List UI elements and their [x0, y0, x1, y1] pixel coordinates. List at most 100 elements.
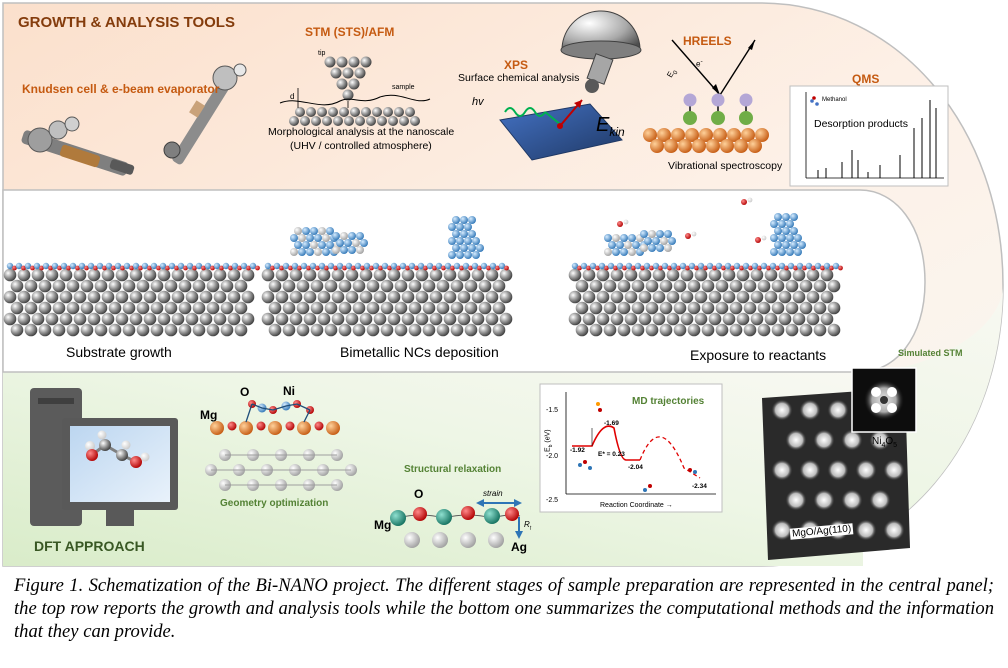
- xps-desc: Surface chemical analysis: [458, 72, 580, 84]
- substrate-atom: [820, 312, 834, 326]
- substrate-atom: [380, 279, 394, 293]
- md-tick-3: -2.5: [546, 497, 559, 504]
- substrate-atom: [310, 301, 324, 315]
- cluster-atom: [464, 237, 472, 245]
- substrate-atom: [771, 301, 785, 315]
- substrate-atom: [234, 323, 248, 337]
- substrate-atom: [136, 301, 150, 315]
- surface-atom: [132, 262, 140, 270]
- cluster-atom: [336, 239, 344, 247]
- surface-atom: [114, 262, 122, 270]
- cluster-atom: [628, 234, 636, 242]
- cluster-atom: [352, 239, 360, 247]
- cluster-atom: [624, 241, 632, 249]
- substrate-atom: [275, 312, 289, 326]
- substrate-atom: [485, 268, 499, 282]
- substrate-atom: [129, 268, 143, 282]
- substrate-atom: [192, 279, 206, 293]
- substrate-atom: [331, 290, 345, 304]
- substrate-atom: [450, 301, 464, 315]
- substrate-atom: [359, 290, 373, 304]
- substrate-atom: [596, 268, 610, 282]
- stm-bright-spot: [771, 399, 793, 421]
- cluster-atom: [782, 213, 790, 221]
- hreels-desc: Vibrational spectroscopy: [668, 160, 783, 172]
- substrate-atom: [45, 268, 59, 282]
- substrate-atom: [17, 268, 31, 282]
- cluster-atom: [770, 220, 778, 228]
- substrate-atom: [261, 290, 275, 304]
- surface-atom: [318, 262, 326, 270]
- substrate-atom: [450, 279, 464, 293]
- substrate-atom: [345, 312, 359, 326]
- substrate-atom: [87, 312, 101, 326]
- substrate-atom: [289, 290, 303, 304]
- substrate-atom: [596, 290, 610, 304]
- substrate-atom: [785, 301, 799, 315]
- substrate-atom: [345, 268, 359, 282]
- substrate-atom: [352, 323, 366, 337]
- substrate-atom: [331, 312, 345, 326]
- substrate-atom: [150, 323, 164, 337]
- substrate-atom: [38, 301, 52, 315]
- substrate-atom: [499, 312, 513, 326]
- stm-bright-spot: [841, 489, 863, 511]
- cluster-atom: [326, 241, 334, 249]
- substrate-atom: [352, 301, 366, 315]
- substrate-atom: [582, 268, 596, 282]
- substrate-atom: [450, 323, 464, 337]
- substrate-atom: [136, 279, 150, 293]
- substrate-atom: [157, 312, 171, 326]
- cluster-atom: [782, 227, 790, 235]
- cluster-atom: [452, 230, 460, 238]
- substrate-atom: [185, 290, 199, 304]
- stm-bright-spot: [827, 399, 849, 421]
- substrate-atom: [666, 312, 680, 326]
- substrate-atom: [80, 301, 94, 315]
- substrate-atom: [206, 323, 220, 337]
- cluster-atom: [310, 227, 318, 235]
- substrate-atom: [443, 268, 457, 282]
- surface-atom: [69, 262, 77, 270]
- cluster-atom: [456, 223, 464, 231]
- substrate-atom: [436, 301, 450, 315]
- stm-bright-spot: [869, 489, 891, 511]
- substrate-atom: [415, 268, 429, 282]
- cluster-atom: [668, 237, 676, 245]
- oxygen-atom: [111, 265, 116, 271]
- substrate-atom: [638, 290, 652, 304]
- oxygen-atom: [685, 265, 690, 271]
- oxygen-atom: [414, 265, 419, 271]
- substrate-atom: [38, 323, 52, 337]
- substrate-atom: [645, 279, 659, 293]
- cluster-atom: [778, 234, 786, 242]
- md-title: MD trajectories: [632, 396, 705, 407]
- substrate-atom: [715, 301, 729, 315]
- substrate-atom: [199, 268, 213, 282]
- geom-label: Geometry optimization: [220, 498, 329, 509]
- substrate-atom: [101, 312, 115, 326]
- substrate-atom: [59, 290, 73, 304]
- substrate-atom: [457, 268, 471, 282]
- substrate-atom: [659, 323, 673, 337]
- oxygen-atom: [270, 265, 275, 271]
- substrate-atom: [575, 323, 589, 337]
- surface-atom: [141, 262, 149, 270]
- relax-ag-label: Ag: [511, 540, 527, 554]
- oxygen-atom: [93, 265, 98, 271]
- substrate-atom: [213, 312, 227, 326]
- stm-illustration: [279, 56, 431, 126]
- substrate-atom: [268, 323, 282, 337]
- surface-atom: [300, 262, 308, 270]
- substrate-atom: [785, 323, 799, 337]
- cluster-atom: [340, 246, 348, 254]
- substrate-atom: [568, 268, 582, 282]
- cluster-atom: [452, 244, 460, 252]
- substrate-atom: [610, 312, 624, 326]
- oxygen-atom: [210, 265, 215, 271]
- substrate-atom: [701, 323, 715, 337]
- substrate-atom: [471, 290, 485, 304]
- cluster-atom: [786, 248, 794, 256]
- md-tick-2: -2.0: [546, 453, 559, 460]
- oxygen-atom: [342, 265, 347, 271]
